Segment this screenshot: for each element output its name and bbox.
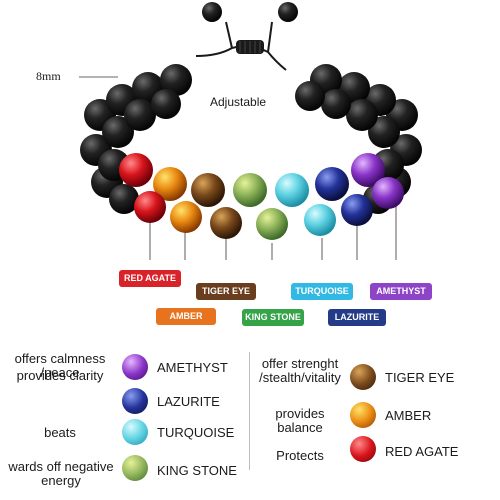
legend-stone-tiger-eye: TIGER EYE: [385, 370, 455, 385]
lazurite-stone-icon: [122, 388, 148, 414]
legend-divider: [249, 352, 250, 470]
tiger-eye-stone-icon: [350, 364, 376, 390]
legend-stone-red-agate: RED AGATE: [385, 444, 459, 459]
legend-desc-lazurite: provides clarity: [16, 368, 104, 383]
turquoise-stone-icon: [122, 419, 148, 445]
legend-stone-king-stone: KING STONE: [157, 463, 237, 478]
tag-king-stone: KING STONE: [242, 309, 304, 326]
king-stone-icon: [122, 455, 148, 481]
bracelet-illustration: [79, 2, 422, 260]
legend-desc-red-agate: Protects: [276, 448, 324, 463]
legend-stone-amethyst: AMETHYST: [157, 360, 228, 375]
legend-stone-turquoise: TURQUOISE: [157, 425, 235, 440]
amethyst-stone-icon: [122, 354, 148, 380]
legend-desc-turquoise: beats: [44, 425, 76, 440]
adjustable-annotation: Adjustable: [210, 95, 267, 109]
red-agate-stone-icon: [350, 436, 376, 462]
tag-amber: AMBER: [156, 308, 216, 325]
tag-tiger-eye: TIGER EYE: [196, 283, 256, 300]
size-annotation: 8mm: [36, 69, 61, 83]
legend-stone-lazurite: LAZURITE: [157, 394, 220, 409]
tag-red-agate: RED AGATE: [119, 270, 181, 287]
legend-desc-amethyst: offers calmness /peace: [14, 351, 106, 380]
legend-desc-king-stone: wards off negative energy: [8, 459, 114, 488]
tag-lazurite: LAZURITE: [328, 309, 386, 326]
tag-amethyst: AMETHYST: [370, 283, 432, 300]
legend-desc-amber: provides balance: [275, 406, 325, 435]
legend-stone-amber: AMBER: [385, 408, 432, 423]
legend-desc-tiger-eye: offer strenght /stealth/vitality: [259, 356, 341, 385]
tag-turquoise: TURQUOISE: [291, 283, 353, 300]
amber-stone-icon: [350, 402, 376, 428]
